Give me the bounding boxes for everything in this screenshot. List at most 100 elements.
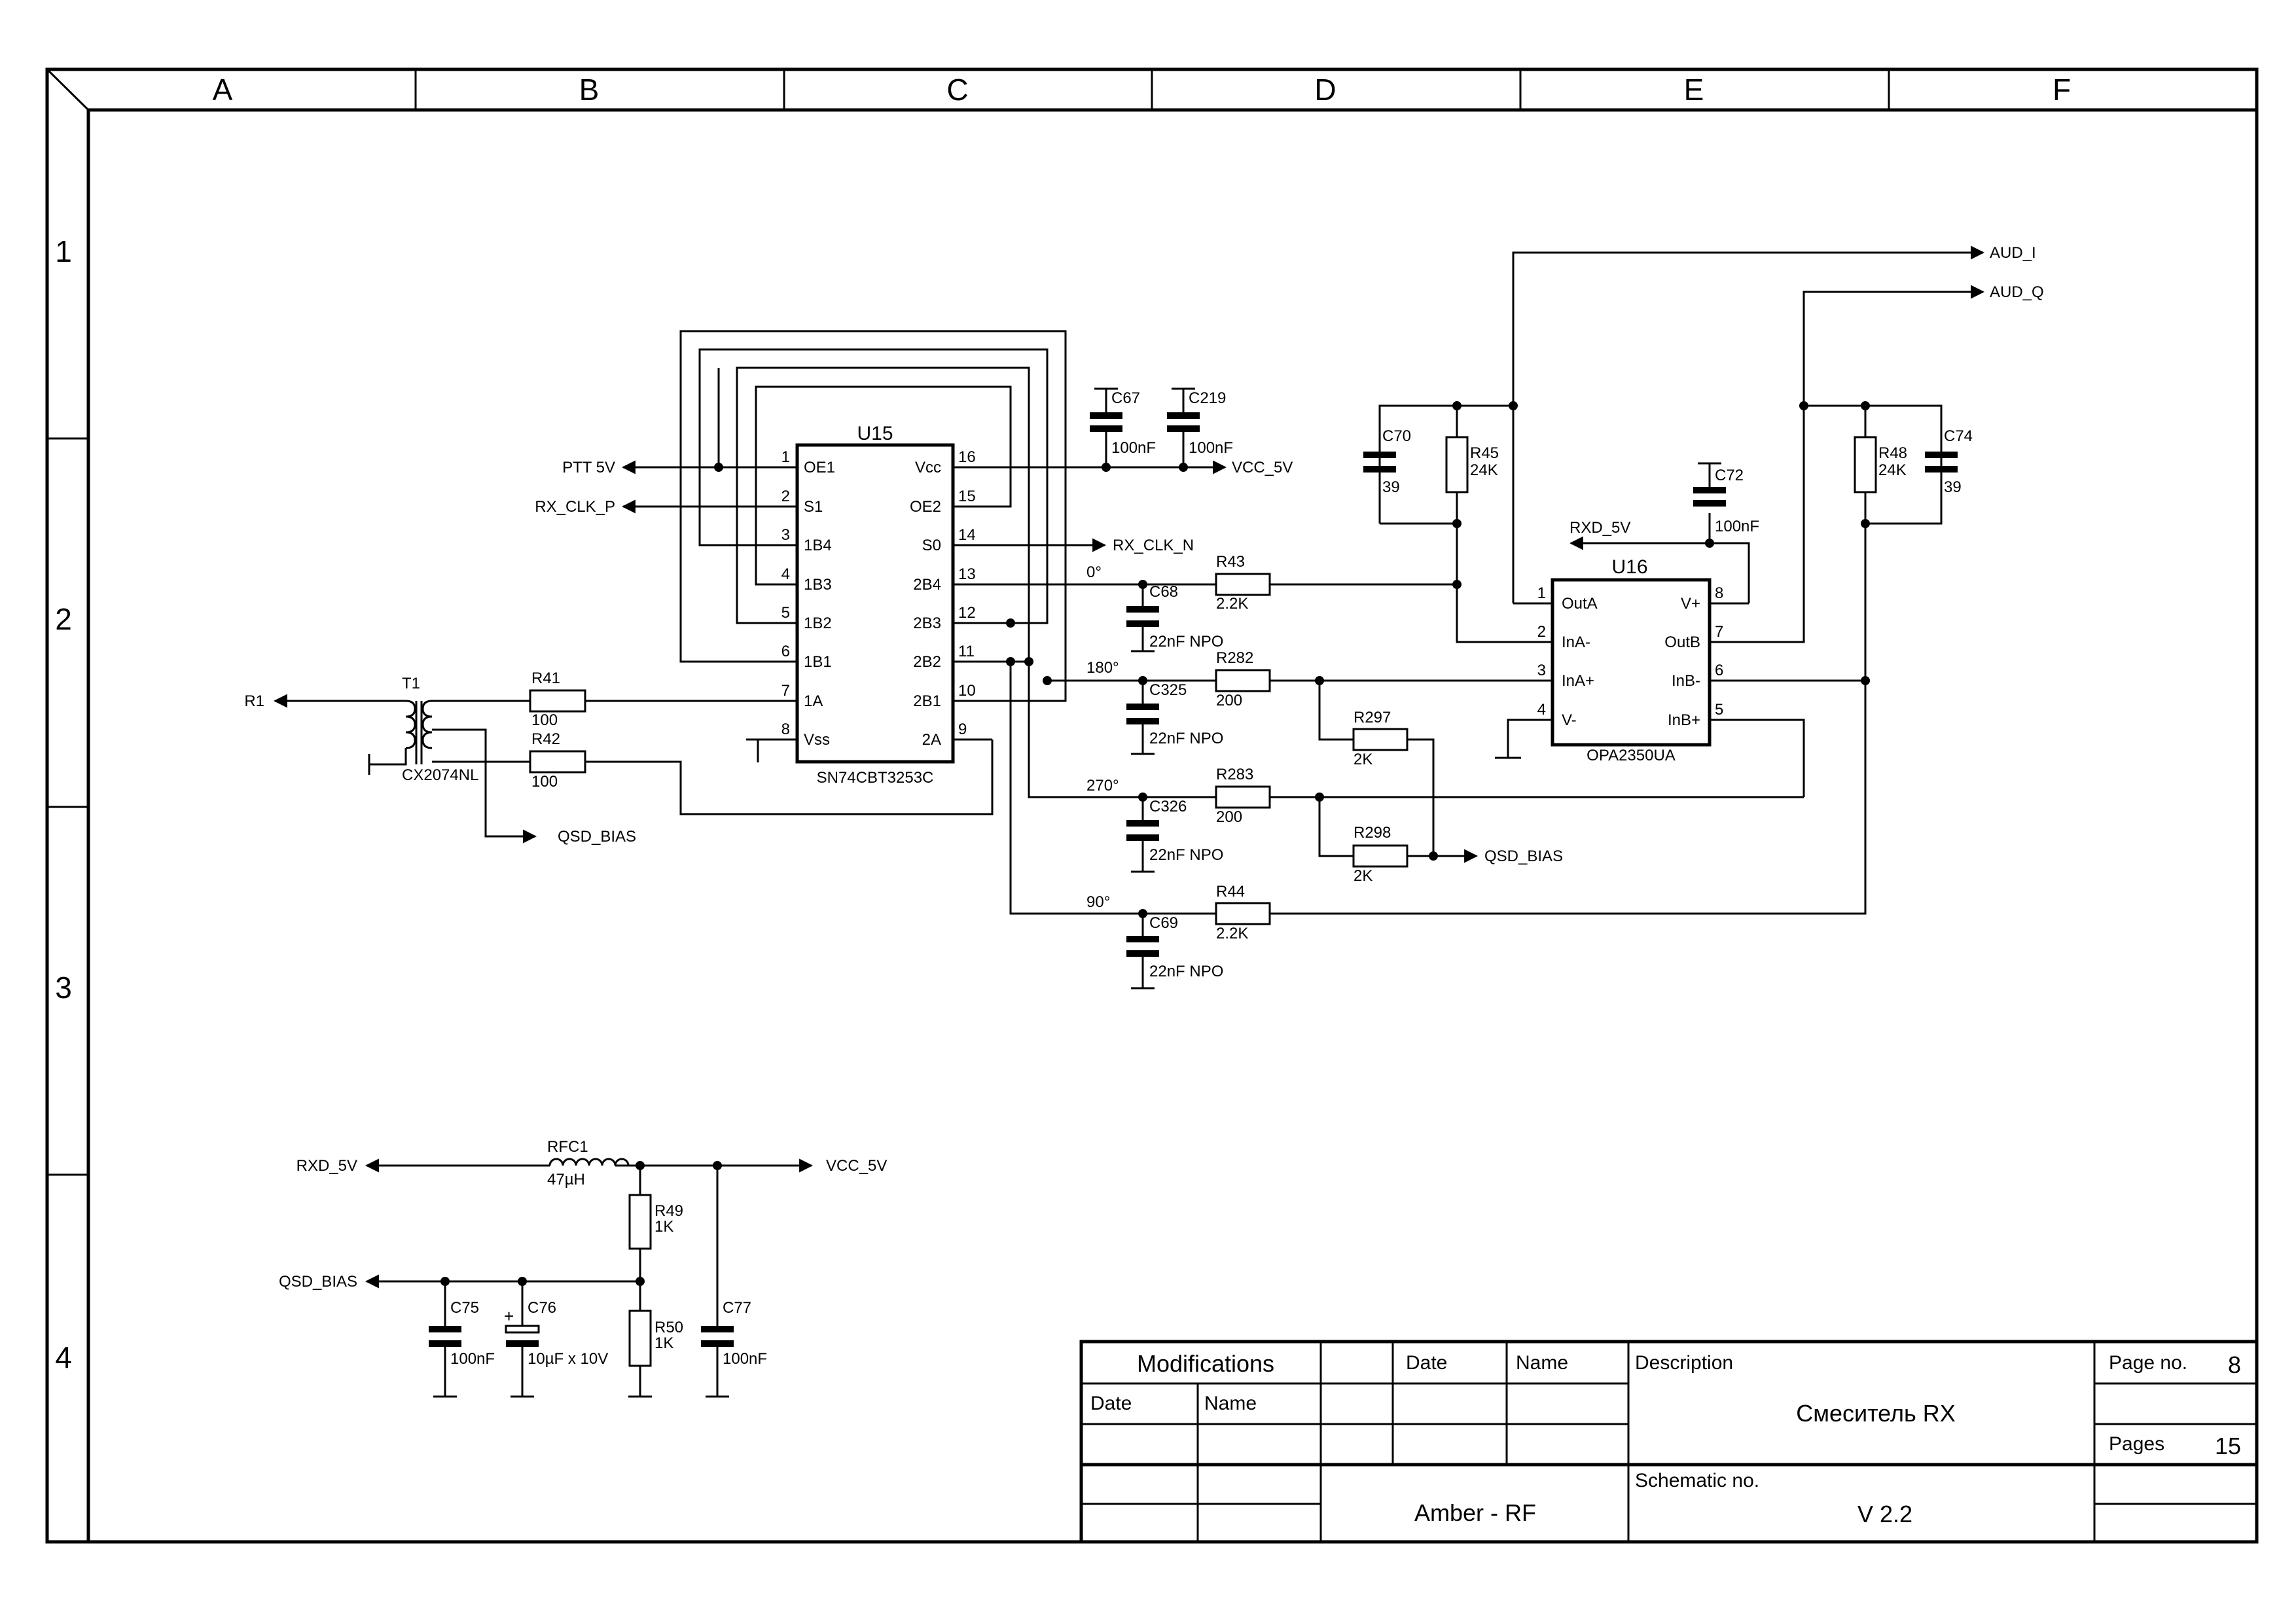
modifications-label: Modifications <box>1137 1350 1274 1377</box>
pin-number: 6 <box>1715 662 1723 679</box>
name-label: Name <box>1204 1393 1257 1414</box>
net-label: RX_CLK_P <box>535 498 615 516</box>
net-label: QSD_BIAS <box>558 828 636 846</box>
description-label: Description <box>1635 1352 1733 1374</box>
row-label: 3 <box>55 971 72 1005</box>
phase-270-branch: 270° C326 22nF NPO R283 200 R298 2K QSD_… <box>1024 657 1804 885</box>
pin-name: 2B1 <box>913 692 941 710</box>
svg-text:OPA2350UA: OPA2350UA <box>1587 747 1676 764</box>
svg-text:C74: C74 <box>1944 427 1973 445</box>
row-labels: 1 2 3 4 <box>55 234 72 1374</box>
svg-text:R50: R50 <box>655 1319 683 1336</box>
pages-count: 15 <box>2215 1433 2241 1459</box>
svg-text:C75: C75 <box>450 1299 479 1317</box>
pin-name: 2B3 <box>913 615 941 632</box>
column-label: D <box>1314 73 1336 107</box>
pin-number: 5 <box>1715 701 1723 719</box>
svg-text:R49: R49 <box>655 1202 683 1220</box>
net-label: R1 <box>244 692 264 710</box>
svg-text:180°: 180° <box>1086 659 1119 677</box>
net-label: PTT 5V <box>562 459 615 476</box>
pin-name: 2B2 <box>913 653 941 671</box>
svg-text:U16: U16 <box>1611 556 1647 578</box>
capacitor-c219: C219 100nF <box>1167 387 1233 472</box>
date-label: Date <box>1090 1393 1132 1414</box>
u15-chip: U15 SN74CBT3253C 1 2 3 4 5 6 7 8 OE1 S1 <box>758 423 992 787</box>
pin-name: InB+ <box>1668 711 1700 729</box>
transformer-t1: T1 R1 CX2074NL QSD_BIAS <box>244 675 636 846</box>
svg-text:2K: 2K <box>1354 867 1372 885</box>
svg-text:R42: R42 <box>531 730 560 748</box>
pin-number: 11 <box>958 643 975 660</box>
net-label: RX_CLK_N <box>1113 537 1194 554</box>
svg-text:100nF: 100nF <box>723 1350 767 1368</box>
svg-text:C68: C68 <box>1149 583 1178 601</box>
column-label: B <box>579 73 600 107</box>
svg-text:U15: U15 <box>857 423 893 444</box>
svg-text:100: 100 <box>531 711 558 729</box>
phase-180-branch: 180° C325 22nF NPO R282 200 R297 2K <box>1043 649 1539 856</box>
pin-name: OutB <box>1664 633 1700 651</box>
svg-text:C76: C76 <box>528 1299 556 1317</box>
column-label: E <box>1684 73 1704 107</box>
row-label: 2 <box>55 602 72 636</box>
svg-text:R283: R283 <box>1216 766 1253 783</box>
column-labels: A B C D E F <box>213 73 2071 107</box>
u16-chip: U16 OPA2350UA 1 2 3 4 OutA InA- InA+ V- … <box>1513 556 1749 764</box>
svg-text:24K: 24K <box>1878 461 1907 479</box>
svg-text:C326: C326 <box>1149 798 1187 815</box>
title-block-text: Modifications Date Name Date Name Descri… <box>1090 1350 2241 1527</box>
svg-text:22nF NPO: 22nF NPO <box>1149 730 1223 747</box>
page-label: Page no. <box>2109 1352 2187 1374</box>
phase-90-branch: 90° C69 22nF NPO R44 2.2K <box>1006 618 1867 990</box>
svg-text:270°: 270° <box>1086 777 1119 794</box>
svg-text:2.2K: 2.2K <box>1216 925 1248 942</box>
pin-name: OE2 <box>910 498 941 516</box>
pin-name: Vcc <box>915 459 941 476</box>
column-label: C <box>946 73 968 107</box>
svg-text:1K: 1K <box>655 1218 673 1236</box>
pin-number: 2 <box>781 488 790 505</box>
svg-text:2.2K: 2.2K <box>1216 595 1248 613</box>
svg-text:C70: C70 <box>1382 427 1411 445</box>
pin-number: 8 <box>781 721 790 738</box>
svg-text:SN74CBT3253C: SN74CBT3253C <box>817 769 934 787</box>
svg-text:R45: R45 <box>1470 444 1499 462</box>
polarity-plus-icon: + <box>504 1306 514 1326</box>
capacitor-c67: C67 100nF <box>1090 387 1156 472</box>
svg-text:100nF: 100nF <box>1715 518 1759 535</box>
pin-number: 1 <box>1537 584 1546 602</box>
pin-number: 7 <box>1715 623 1723 641</box>
svg-text:100: 100 <box>531 773 558 791</box>
svg-text:2K: 2K <box>1354 751 1372 768</box>
net-label: AUD_I <box>1990 244 2036 262</box>
net-label: QSD_BIAS <box>1484 847 1563 865</box>
pin-number: 3 <box>781 526 790 544</box>
pin-name: OE1 <box>804 459 835 476</box>
pin-number: 1 <box>781 448 790 466</box>
svg-text:90°: 90° <box>1086 893 1110 911</box>
schematic-number: V 2.2 <box>1857 1501 1912 1527</box>
svg-text:T1: T1 <box>402 675 420 692</box>
svg-text:24K: 24K <box>1470 461 1498 479</box>
pin-number: 7 <box>781 682 790 700</box>
page-number: 8 <box>2228 1351 2241 1378</box>
svg-text:C67: C67 <box>1111 389 1140 407</box>
pin-name: 1B2 <box>804 615 832 632</box>
phase-0-branch: 0° C68 22nF NPO R43 2.2K <box>992 553 1457 652</box>
svg-text:10µF x 10V: 10µF x 10V <box>528 1350 608 1368</box>
pin-name: 1B1 <box>804 653 832 671</box>
svg-text:39: 39 <box>1944 478 1962 496</box>
svg-text:22nF NPO: 22nF NPO <box>1149 633 1223 651</box>
bias-supply-circuit: RXD_5V RFC1 47µH VCC_5V R49 1K R50 1K QS… <box>279 1138 887 1398</box>
pages-label: Pages <box>2109 1433 2164 1455</box>
pin-name: 1B3 <box>804 576 832 594</box>
u16-wiring: RXD_5V C72 100nF AUD_I C70 39 R45 24K <box>1363 244 2044 797</box>
svg-text:RFC1: RFC1 <box>547 1138 588 1156</box>
svg-text:47µH: 47µH <box>547 1171 585 1188</box>
project-name: Amber - RF <box>1414 1499 1536 1526</box>
pin-name: S0 <box>922 537 941 554</box>
net-label: VCC_5V <box>826 1157 887 1175</box>
svg-text:22nF NPO: 22nF NPO <box>1149 963 1223 980</box>
svg-text:C325: C325 <box>1149 681 1187 699</box>
